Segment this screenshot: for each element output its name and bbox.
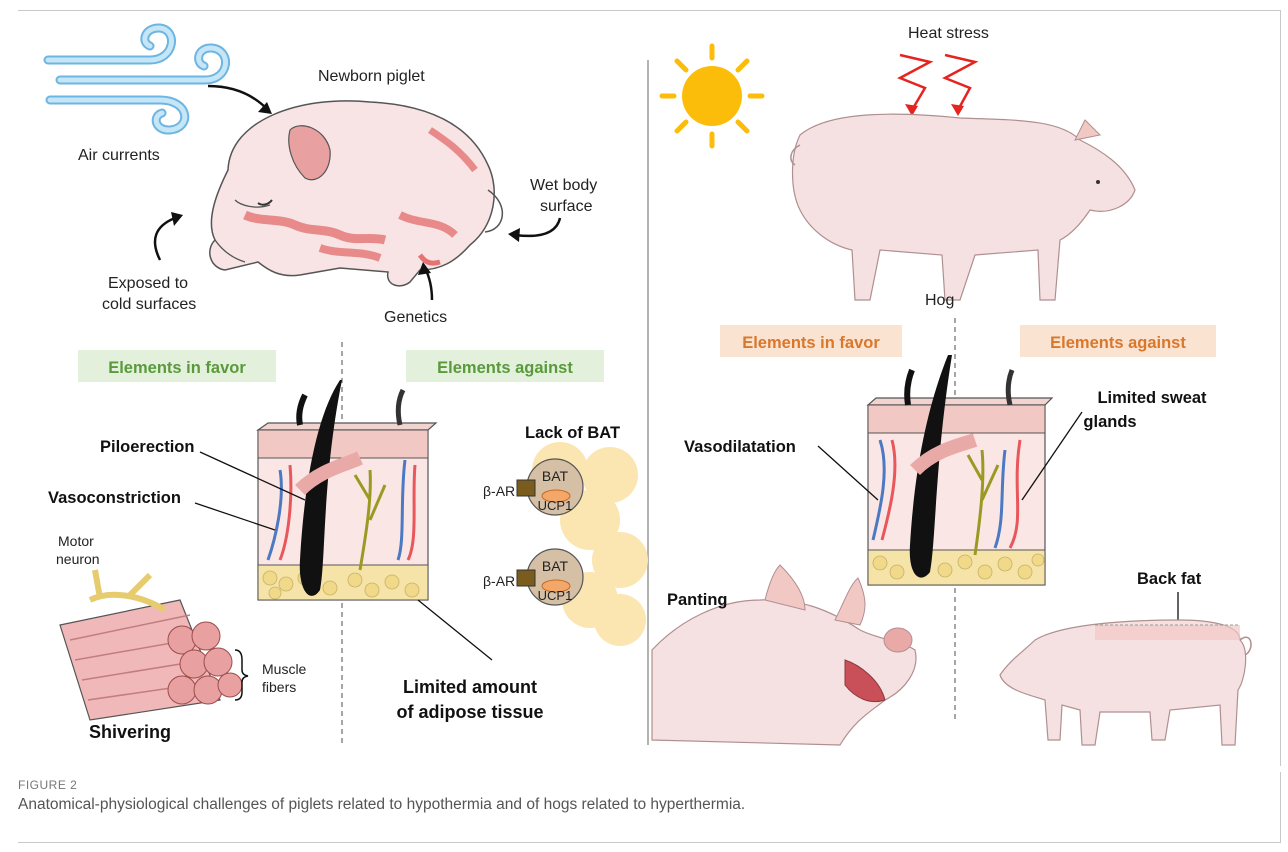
lack-of-bat-label: Lack of BAT <box>525 424 620 442</box>
wind-icon-fill <box>48 28 226 130</box>
arrow <box>155 218 175 260</box>
air-currents-label: Air currents <box>78 147 160 164</box>
muscle-fibers-label-1: Muscle <box>262 661 307 677</box>
piloerection-label: Piloerection <box>100 438 194 456</box>
vasoconstriction-label: Vasoconstriction <box>48 489 181 507</box>
beta-ar-label: β-AR <box>483 573 515 589</box>
elements-against-label: Elements against <box>437 359 573 377</box>
hog-icon <box>791 114 1135 300</box>
beta-ar-label: β-AR <box>483 483 515 499</box>
newborn-piglet-icon <box>210 101 503 286</box>
skin-cross-section-icon <box>258 380 436 600</box>
heat-stress-label: Heat stress <box>908 25 989 42</box>
shivering-label: Shivering <box>89 722 171 742</box>
leader-line <box>418 600 492 660</box>
limited-adipose-label-1: Limited amount <box>403 677 537 697</box>
arrowhead <box>951 104 964 116</box>
elements-in-favor-label: Elements in favor <box>742 334 880 352</box>
wet-body-label-1: Wet body <box>530 177 597 194</box>
arrow <box>208 86 268 110</box>
ucp1-label: UCP1 <box>538 588 573 603</box>
back-fat-label: Back fat <box>1137 570 1202 588</box>
arrowhead <box>508 228 520 242</box>
muscle-fibers-label-2: fibers <box>262 679 296 695</box>
motor-neuron-label-1: Motor <box>58 533 94 549</box>
sweat-glands-label-2: glands <box>1083 413 1136 431</box>
motor-neuron-label-2: neuron <box>56 551 100 567</box>
vasodilatation-label: Vasodilatation <box>684 438 796 456</box>
figure-caption: Anatomical-physiological challenges of p… <box>18 796 745 814</box>
figure-label: FIGURE 2 <box>18 778 77 792</box>
sun-icon <box>662 46 762 146</box>
arrow <box>515 218 560 236</box>
heat-wave-icon <box>900 55 975 110</box>
bat-label: BAT <box>542 558 569 574</box>
muscle-fiber-icon <box>60 570 242 720</box>
back-fat-pig-icon <box>1000 620 1251 745</box>
arrowhead <box>171 212 183 226</box>
bat-label: BAT <box>542 468 569 484</box>
wet-body-label-2: surface <box>540 198 593 215</box>
sweat-glands-label-1: Limited sweat <box>1097 389 1207 407</box>
skin-cross-section-icon <box>868 355 1052 585</box>
exposed-label-1: Exposed to <box>108 275 188 292</box>
ucp1-label: UCP1 <box>538 498 573 513</box>
newborn-piglet-label: Newborn piglet <box>318 68 425 85</box>
limited-adipose-label-2: of adipose tissue <box>396 702 543 722</box>
elements-in-favor-label: Elements in favor <box>108 359 246 377</box>
hog-label: Hog <box>925 292 954 309</box>
caption-block: FIGURE 2 Anatomical-physiological challe… <box>18 772 1281 843</box>
elements-against-label: Elements against <box>1050 334 1186 352</box>
panting-label: Panting <box>667 591 728 609</box>
genetics-label: Genetics <box>384 309 447 326</box>
exposed-label-2: cold surfaces <box>102 296 196 313</box>
